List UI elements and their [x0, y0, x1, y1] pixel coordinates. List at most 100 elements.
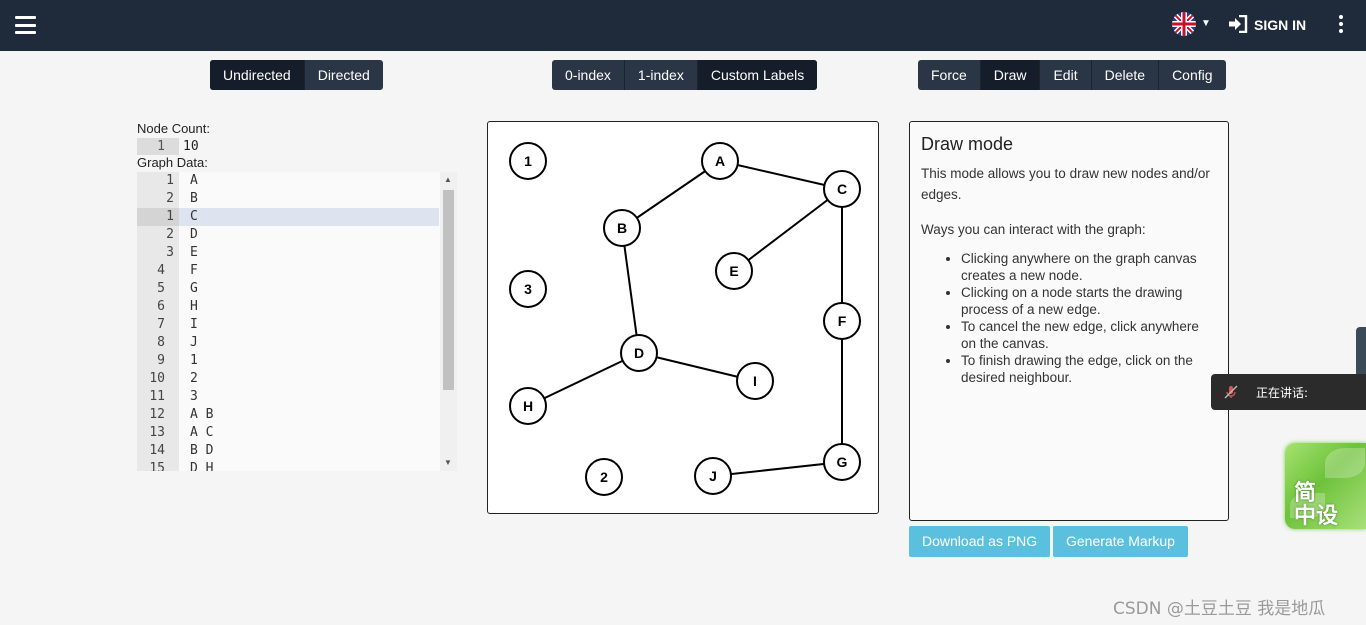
delete-button[interactable]: Delete: [1090, 60, 1158, 90]
graph-node-label: 3: [524, 281, 532, 297]
graph-node[interactable]: D: [620, 334, 658, 372]
side-handle[interactable]: [1356, 327, 1366, 377]
graph-node[interactable]: C: [823, 170, 861, 208]
graph-edge[interactable]: [638, 352, 756, 382]
graph-node-label: A: [715, 153, 725, 169]
more-options-icon[interactable]: [1337, 15, 1345, 35]
list-item: Clicking on a node starts the drawing pr…: [961, 284, 1217, 318]
graph-node[interactable]: G: [823, 443, 861, 481]
indexing-toggle: 0-index 1-index Custom Labels: [552, 60, 818, 90]
scroll-thumb[interactable]: [443, 190, 454, 390]
speaking-indicator: 正在讲话:: [1211, 374, 1366, 410]
graph-node[interactable]: 3: [509, 270, 547, 308]
info-panel: Draw mode This mode allows you to draw n…: [909, 121, 1229, 521]
one-index-button[interactable]: 1-index: [623, 60, 697, 90]
line-number: 10: [149, 371, 165, 386]
graph-node[interactable]: J: [694, 457, 732, 495]
list-item: Clicking anywhere on the graph canvas cr…: [961, 250, 1217, 284]
force-button[interactable]: Force: [931, 67, 967, 83]
line-text: 3: [190, 389, 198, 404]
graph-node-label: F: [838, 313, 847, 329]
node-count-value: 10: [183, 139, 199, 154]
directed-button[interactable]: Directed: [303, 60, 383, 90]
line-number: 1: [166, 173, 174, 188]
editor-scrollbar[interactable]: ▲ ▼: [440, 172, 457, 471]
undirected-button[interactable]: Undirected: [210, 60, 304, 90]
list-item: To finish drawing the edge, click on the…: [961, 352, 1217, 386]
graph-node[interactable]: 2: [585, 458, 623, 496]
graph-edge[interactable]: [712, 461, 843, 477]
mode-title: Draw mode: [921, 134, 1014, 154]
graph-node-label: 2: [600, 469, 608, 485]
graph-data-label: Graph Data:: [137, 155, 208, 170]
config-button[interactable]: Config: [1158, 60, 1225, 90]
custom-labels-button[interactable]: Custom Labels: [696, 60, 818, 90]
graph-node[interactable]: 1: [509, 142, 547, 180]
line-number: 14: [149, 443, 165, 458]
graph-node-label: H: [523, 398, 533, 414]
scroll-down-icon[interactable]: ▼: [444, 458, 452, 467]
graph-node-label: G: [837, 454, 848, 470]
editor-line[interactable]: 15 D H: [137, 460, 439, 471]
list-item: To cancel the new edge, click anywhere o…: [961, 318, 1217, 352]
line-text: 1: [190, 353, 198, 368]
graph-edge[interactable]: [621, 227, 640, 354]
line-text: D H: [190, 461, 214, 471]
uk-flag-icon: [1172, 12, 1196, 36]
graph-edge[interactable]: [733, 188, 843, 272]
floating-app-widget[interactable]: 简 中设: [1285, 443, 1366, 529]
graph-node[interactable]: A: [701, 142, 739, 180]
line-number: 8: [157, 335, 165, 350]
line-number: 2: [166, 191, 174, 206]
graph-edge[interactable]: [719, 160, 843, 190]
graph-node-label: J: [709, 468, 717, 484]
scroll-up-icon[interactable]: ▲: [444, 175, 452, 184]
graph-node-label: 1: [524, 153, 532, 169]
graph-edge[interactable]: [621, 160, 721, 229]
sign-in-button[interactable]: SIGN IN: [1228, 14, 1306, 36]
graph-node[interactable]: E: [715, 252, 753, 290]
node-count-field[interactable]: 1 10: [137, 138, 457, 155]
line-text: A: [190, 173, 198, 188]
graph-node[interactable]: F: [823, 302, 861, 340]
graph-node-label: C: [837, 181, 847, 197]
direction-toggle: Undirected Directed: [210, 60, 383, 90]
widget-line-2: 中设: [1294, 504, 1339, 529]
draw-button[interactable]: Draw: [979, 60, 1040, 90]
graph-edge[interactable]: [527, 352, 640, 407]
zero-index-button[interactable]: 0-index: [565, 67, 611, 83]
download-png-button[interactable]: Download as PNG: [909, 526, 1051, 557]
top-navbar: ▼ SIGN IN: [0, 0, 1366, 51]
muted-mic-icon: [1223, 384, 1239, 400]
graph-node-label: E: [729, 263, 738, 279]
line-number: 15: [149, 461, 165, 471]
graph-node[interactable]: B: [603, 209, 641, 247]
graph-node[interactable]: I: [736, 362, 774, 400]
generate-markup-button[interactable]: Generate Markup: [1053, 526, 1188, 557]
edit-button[interactable]: Edit: [1039, 60, 1090, 90]
graph-svg[interactable]: 1 A C B E 3F D I H G 2 J: [488, 122, 880, 515]
language-selector[interactable]: ▼: [1172, 12, 1212, 38]
editor-line[interactable]: 11 3: [137, 388, 439, 406]
line-number: 11: [149, 389, 165, 404]
graph-node[interactable]: H: [509, 387, 547, 425]
menu-icon[interactable]: [15, 16, 36, 34]
node-count-label: Node Count:: [137, 121, 210, 136]
